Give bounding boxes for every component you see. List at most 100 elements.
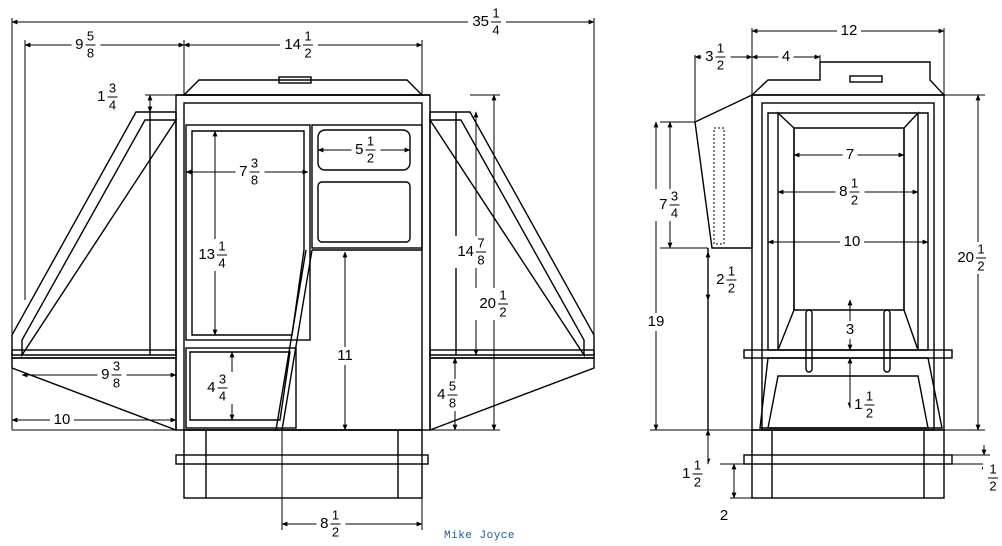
side-view-nose-height-label-whole: 7 — [659, 196, 667, 213]
side-slot-right — [883, 309, 891, 373]
front-small-window — [311, 124, 423, 249]
front-view-door-height-label: 11 — [337, 347, 353, 364]
side-view-side-height-label-bg — [644, 313, 668, 331]
side-roof — [750, 61, 946, 96]
front-view-lower-window-height-label-whole: 4 — [207, 379, 215, 396]
side-view-overall-width-label: 12 — [841, 22, 858, 39]
front-view-wing-height-label-den: 8 — [477, 252, 484, 267]
front-view-center-width-label-whole: 14 — [284, 36, 301, 53]
front-view-wing-base-width-label-bg — [50, 411, 74, 429]
side-view-rim-height-label-num: 1 — [989, 461, 996, 476]
front-view-upper-window-width-label-whole: 7 — [239, 163, 247, 180]
side-view-slot-gap-label-num: 1 — [866, 388, 873, 403]
front-view-wing-base-width-label: 10 — [54, 411, 71, 428]
side-view-nose-gap-label-num: 1 — [728, 263, 735, 278]
right-wing-rail — [429, 349, 595, 359]
side-view-base-height-label-num: 1 — [694, 457, 701, 472]
front-view-window-height-label-den: 4 — [218, 255, 225, 270]
front-view-top-step-label-whole: 1 — [97, 88, 105, 105]
left-wing — [11, 111, 177, 356]
front-view-center-width-label-den: 2 — [304, 45, 311, 60]
front-view-total-height-label-whole: 20 — [479, 295, 496, 312]
front-lower-window — [185, 347, 297, 429]
side-view-rim-height-label-den: 2 — [989, 478, 996, 493]
front-view-wing-width-label-num: 5 — [87, 28, 94, 43]
side-view-slot-gap-label-whole: 1 — [854, 396, 862, 413]
front-view-lower-window-height-label-num: 3 — [219, 371, 226, 386]
side-base-rail — [743, 454, 953, 465]
author-credit: Mike Joyce — [444, 530, 516, 542]
side-view-total-height-label-whole: 20 — [957, 249, 974, 266]
side-view-nose-offset-label-num: 1 — [717, 40, 724, 55]
front-view-upper-window-width-label-den: 8 — [251, 172, 258, 187]
side-view-side-height-label: 19 — [648, 313, 665, 330]
front-view-overall-width-label-num: 1 — [492, 5, 499, 20]
side-nose — [694, 93, 753, 249]
front-main-window — [185, 124, 311, 341]
side-view-inner-top-width-label-bg — [842, 146, 858, 164]
front-view-overall-width-label-whole: 35 — [472, 13, 489, 30]
front-view-top-step-label-num: 3 — [109, 80, 116, 95]
side-view-step-width-label: 4 — [782, 48, 790, 65]
side-view-overall-width-label-bg — [837, 22, 861, 40]
side-view-inner-bottom-width-label: 10 — [844, 233, 861, 250]
side-rail — [743, 349, 953, 359]
front-base — [183, 429, 423, 499]
front-view-wing-bottom-width-label-whole: 9 — [101, 366, 109, 383]
side-view-inner-mid-width-label-whole: 8 — [839, 183, 847, 200]
front-view-wing-bottom-width-label-num: 3 — [113, 358, 120, 373]
side-view-nose-height-label-den: 4 — [671, 205, 678, 220]
side-view-nose-offset-label-den: 2 — [717, 57, 724, 72]
side-view-inner-mid-width-label-den: 2 — [851, 192, 858, 207]
front-view-window-height-label-whole: 13 — [198, 246, 215, 263]
front-view-wing-width-label-den: 8 — [87, 45, 94, 60]
side-base — [751, 429, 945, 499]
side-slot-left — [805, 309, 813, 373]
right-wing-skirt — [429, 357, 595, 432]
side-view-slot-height-label: 3 — [846, 321, 854, 338]
side-view-nose-gap-label-den: 2 — [728, 280, 735, 295]
side-view-slot-height-label-bg — [842, 321, 858, 339]
front-view-small-window-width-label-den: 2 — [367, 150, 374, 165]
right-wing — [429, 111, 595, 356]
left-wing-skirt — [11, 357, 177, 432]
side-view-foot-height-label-bg — [716, 507, 732, 525]
front-view-base-width-label-whole: 8 — [320, 515, 328, 532]
front-view — [11, 76, 595, 499]
front-view-top-step-label-den: 4 — [109, 97, 116, 112]
side-view-inner-top-width-label: 7 — [846, 146, 854, 163]
front-view-small-window-width-label-num: 1 — [367, 133, 374, 148]
front-view-wing-height-label-num: 7 — [477, 235, 484, 250]
side-view-inner-mid-width-label-num: 1 — [851, 175, 858, 190]
front-view-skirt-height-label-num: 5 — [449, 378, 456, 393]
side-view-nose-height-label-num: 3 — [671, 188, 678, 203]
front-view-upper-window-width-label-num: 3 — [251, 155, 258, 170]
side-view-total-height-label-num: 1 — [977, 241, 984, 256]
side-view-base-height-label-whole: 1 — [682, 465, 690, 482]
left-wing-rail — [11, 349, 177, 359]
side-view-base-height-label-den: 2 — [694, 474, 701, 489]
front-view-total-height-label-num: 1 — [499, 287, 506, 302]
side-top-cap — [849, 75, 883, 83]
side-view-nose-gap-label-whole: 2 — [716, 271, 724, 288]
front-view-skirt-height-label-den: 8 — [449, 395, 456, 410]
front-view-door-height-label-bg — [333, 347, 357, 365]
front-roof — [182, 79, 424, 96]
front-view-window-height-label-num: 1 — [218, 238, 225, 253]
side-view-total-height-label-den: 2 — [977, 258, 984, 273]
side-view-slot-gap-label-den: 2 — [866, 405, 873, 420]
front-view-lower-window-height-label-den: 4 — [219, 388, 226, 403]
front-view-center-width-label-num: 1 — [304, 28, 311, 43]
front-view-wing-bottom-width-label-den: 8 — [113, 375, 120, 390]
side-view-nose-offset-label-whole: 3 — [705, 48, 713, 65]
front-view-skirt-height-label-whole: 4 — [437, 386, 445, 403]
front-view-wing-height-label-whole: 14 — [457, 243, 474, 260]
front-view-wing-width-label-whole: 9 — [75, 36, 83, 53]
front-view-overall-width-label-den: 4 — [492, 22, 499, 37]
side-view-inner-bottom-width-label-bg — [840, 233, 864, 251]
front-base-rail — [175, 454, 429, 465]
front-view-base-width-label-num: 1 — [332, 507, 339, 522]
front-view-base-width-label-den: 2 — [332, 524, 339, 539]
